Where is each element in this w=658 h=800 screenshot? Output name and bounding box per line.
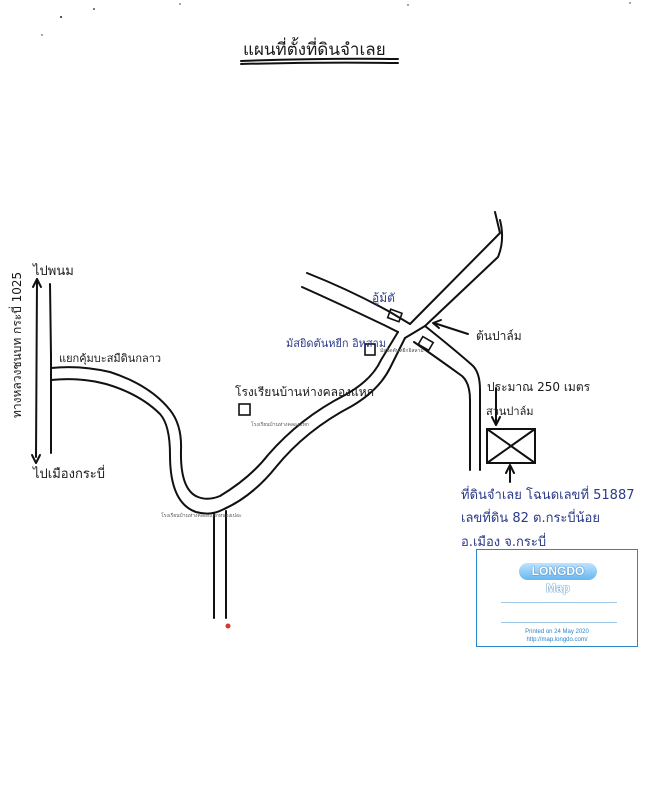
longdo-logo: LONGDO Map [519, 563, 597, 595]
mosque-marker [364, 343, 376, 356]
arrow-up-icon [505, 464, 515, 483]
scan-specks [41, 2, 631, 36]
intersection-marker [417, 335, 435, 352]
title-underline [240, 57, 399, 62]
map-title: แผนที่ตั้งที่ดินจำเลย [243, 37, 386, 60]
longdo-print-card: LONGDO Map Printed on 24 May 2020 http:/… [476, 549, 638, 647]
pin-icon [225, 623, 231, 629]
upper-road [301, 272, 411, 333]
label-parcel-line-3: อ.เมือง จ.กระบี่ [461, 533, 546, 550]
school-marker [238, 403, 251, 416]
card-line-2 [501, 622, 617, 623]
base-label-road: โรงเรียนบ้านห่างคลองแหกหนองเปอะ [161, 512, 242, 519]
label-landmark-right: ต้นปาล์ม [476, 329, 522, 343]
card-line-1 [501, 602, 617, 603]
highway-1025 [31, 278, 52, 464]
arrow-left-icon [432, 319, 469, 335]
shop-marker [386, 308, 404, 323]
longdo-url: http://map.longdo.com/ [526, 637, 588, 643]
diagonal-road [404, 211, 504, 339]
arrow-down-icon [491, 387, 501, 426]
label-school: โรงเรียนบ้านห่างคลองแหก [235, 385, 374, 399]
label-parcel-line-2: เลขที่ดิน 82 ต.กระบี่น้อย [461, 509, 600, 526]
label-junction: แยกคุ้มบะสมืดินกลาว [59, 352, 161, 365]
label-parcel-line-1: ที่ดินจำเลย โฉนดเลขที่ 51887 [461, 486, 635, 503]
label-south-city: ไปเมืองกระบี่ [32, 465, 105, 482]
label-marker-top: อู้ม้ตั [372, 291, 395, 306]
label-north-city: ไปพนม [32, 263, 74, 279]
label-mosque: มัสยิดตันหยีก อิหสาม [286, 337, 386, 350]
parcel-road [413, 325, 481, 471]
main-road [50, 331, 406, 619]
label-distance: ประมาณ 250 เมตร [487, 380, 591, 394]
printed-date: Printed on 24 May 2020 [525, 629, 589, 635]
label-highway: ทางหลวงชนบท กระบี่ 1025 [8, 272, 24, 418]
base-label-school: โรงเรียนบ้านห่างคลองแหก [251, 421, 309, 428]
label-landmark-right-2: สวนปาล์ม [486, 405, 534, 418]
base-label-mosque: มัสยิดตันหยีกอิสลาม [380, 347, 424, 354]
title-underline-2 [240, 61, 399, 65]
parcel-box [486, 428, 536, 464]
